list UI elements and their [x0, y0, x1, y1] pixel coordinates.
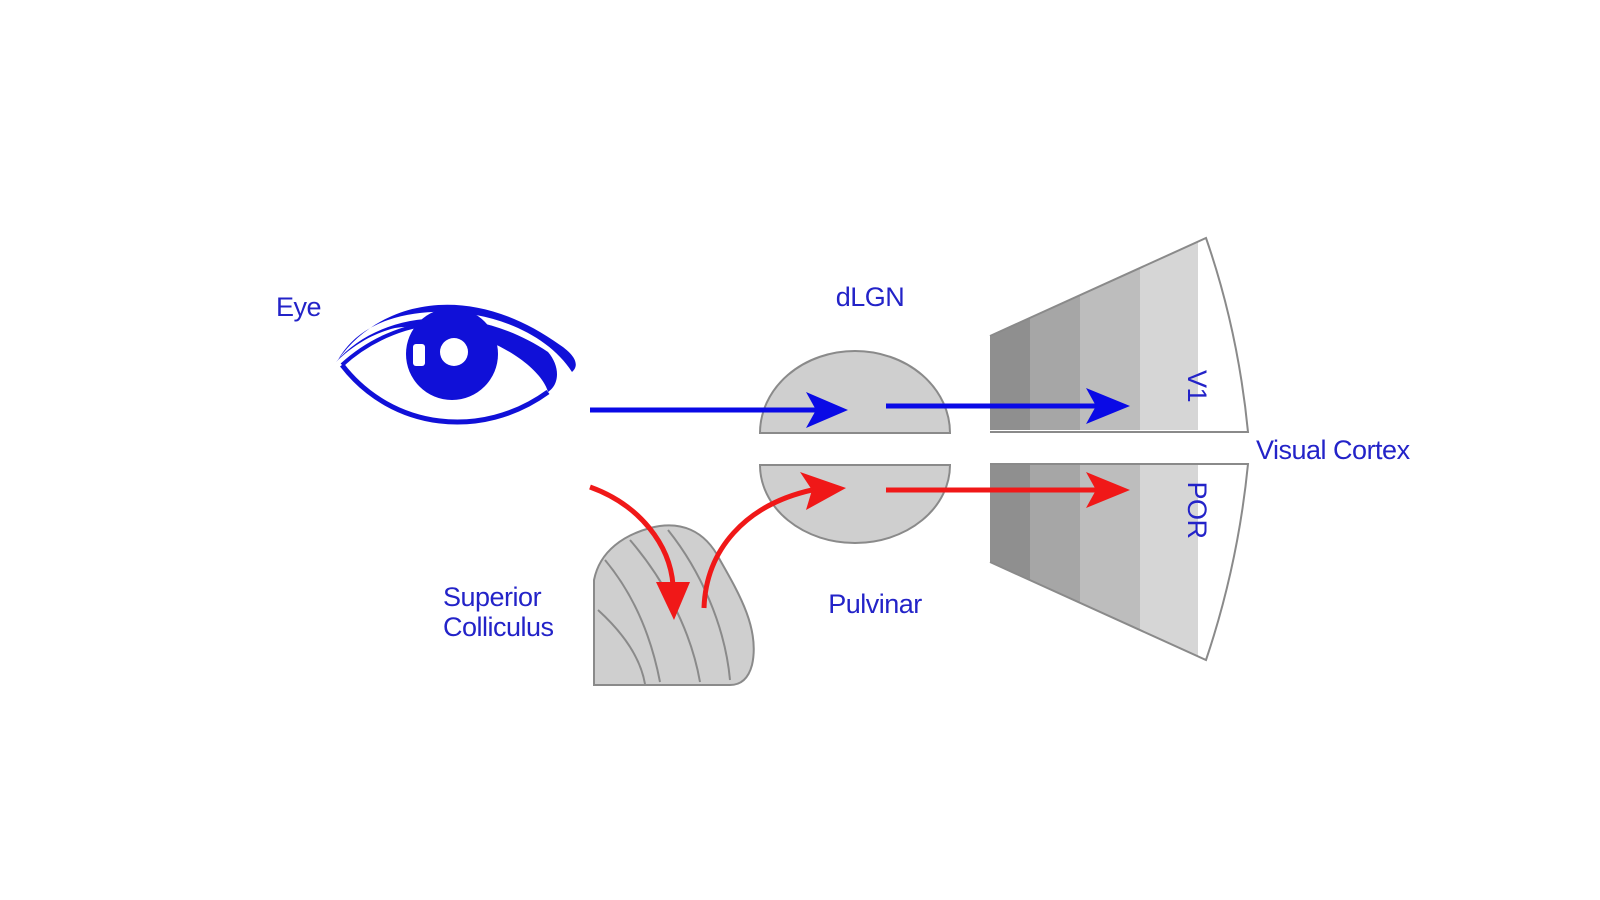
cortex-wedge-por [990, 464, 1250, 660]
dlgn-half-disc [758, 350, 952, 434]
pulvinar-half-disc [758, 464, 952, 544]
pulvinar-to-por-arrowhead [1086, 472, 1130, 508]
colliculus-to-pulvinar-arrow-shaft [701, 487, 813, 609]
red-pathway [589, 472, 1130, 620]
superior-colliculus-label-line1: Superior [443, 582, 542, 612]
colliculus-to-pulvinar-arrowhead [800, 472, 846, 510]
eye-to-colliculus-arrow-shaft [589, 484, 676, 586]
colliculus-groove-4 [597, 609, 646, 685]
dlgn-to-v1-arrowhead [1086, 388, 1130, 424]
por-label: POR [1182, 481, 1212, 538]
eye-inner-outline [336, 318, 557, 392]
eye-to-colliculus-arrowhead [656, 582, 690, 620]
pupil-highlight [440, 338, 468, 366]
dlgn-label: dLGN [836, 282, 905, 312]
colliculus-groove-3 [667, 529, 731, 681]
cortex-wedge-v1-outline [989, 236, 1250, 433]
v1-label: V1 [1182, 370, 1212, 402]
eye-icon [336, 304, 576, 425]
visual-cortex-label: Visual Cortex [1256, 435, 1411, 465]
colliculus-groove-1 [604, 559, 661, 683]
eye-to-dlgn-arrowhead [806, 392, 848, 428]
eye-outer-outline [338, 304, 576, 372]
blue-pathway [590, 388, 1130, 428]
pulvinar-label: Pulvinar [828, 589, 922, 619]
pupil-highlight-small [413, 344, 425, 366]
cortex-wedge-por-outline [989, 463, 1250, 662]
eye-label: Eye [276, 292, 321, 322]
eye-lower-lid [340, 363, 550, 425]
superior-colliculus-label-line2: Colliculus [443, 612, 554, 642]
